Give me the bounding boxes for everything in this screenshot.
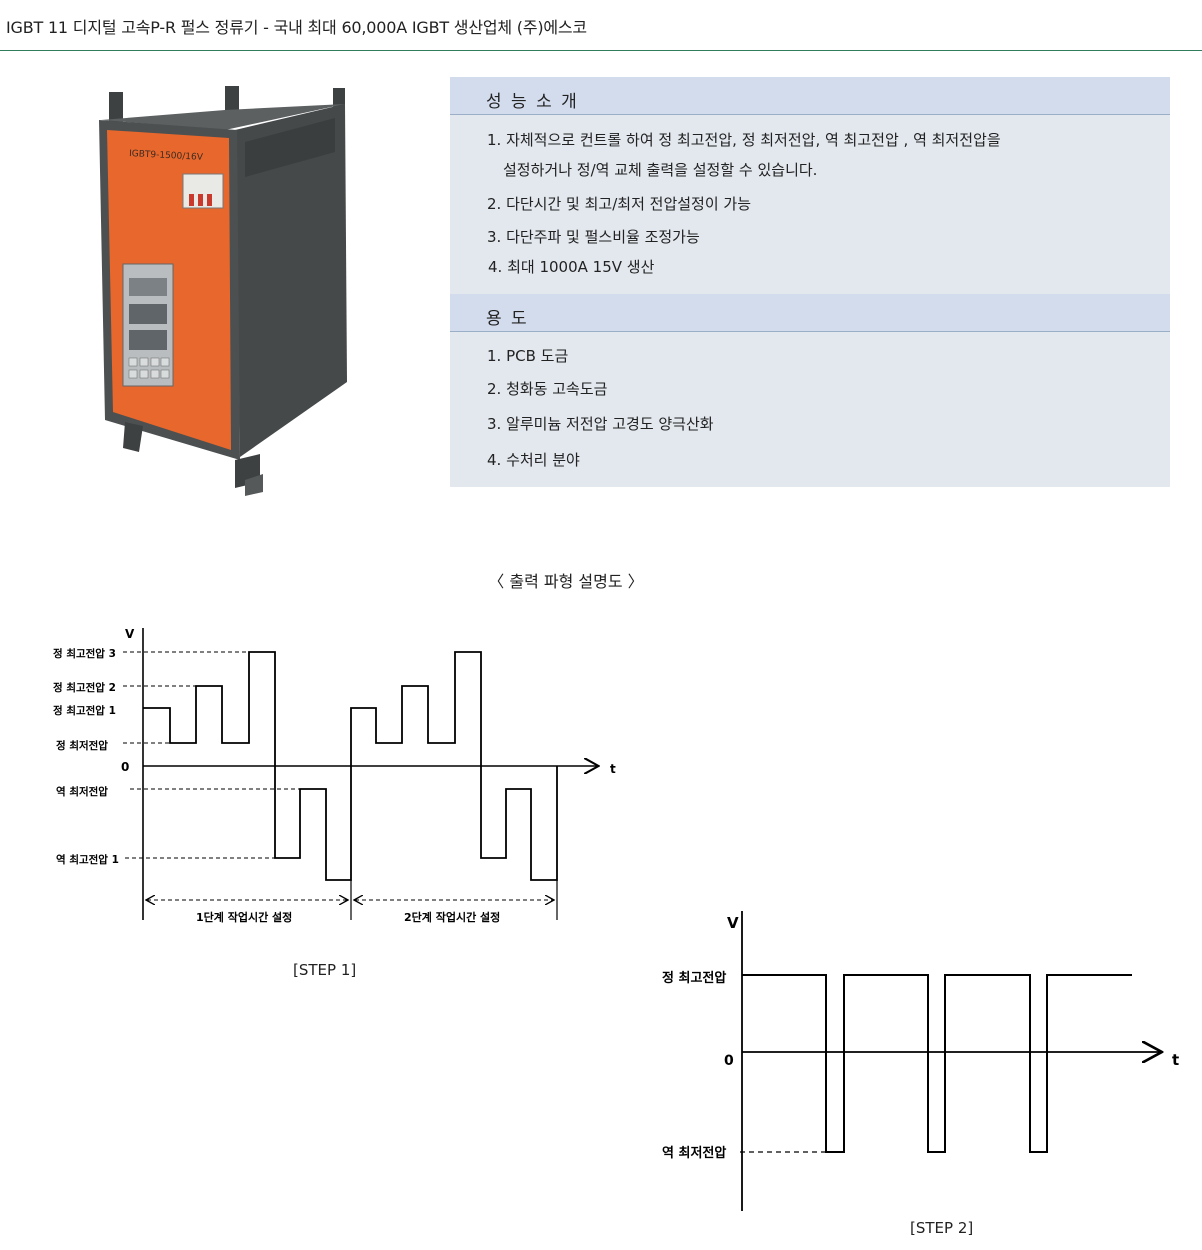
cabinet-top — [101, 104, 345, 130]
nameplate-text: IGBT9-1500/16V — [129, 149, 204, 163]
phase2-label: 2단계 작업시간 설정 — [404, 910, 500, 924]
zero-label: 0 — [724, 1053, 734, 1069]
performance-item-1: 1. 자체적으로 컨트롤 하여 정 최고전압, 정 최저전압, 역 최고전압 ,… — [487, 131, 1001, 149]
lifting-lug — [109, 92, 123, 122]
cabinet-side — [235, 104, 347, 457]
step2-waveform — [742, 974, 1132, 1153]
step2-caption: [STEP 2] — [910, 1219, 974, 1237]
neg-min-label: 역 최저전압 — [56, 785, 108, 798]
step1-waveform-diagram: V t 0 정 최고전압 3 정 최고전압 2 정 최고전압 1 정 최저전압 … — [53, 627, 616, 924]
title-divider — [0, 50, 1202, 51]
lifting-lug — [225, 86, 239, 116]
neg-min-label: 역 최저전압 — [662, 1145, 726, 1161]
usage-item-1: 1. PCB 도금 — [487, 347, 569, 365]
phase1-label: 1단계 작업시간 설정 — [196, 910, 292, 924]
waveform-caption: 〈 출력 파형 설명도 〉 — [488, 572, 644, 591]
performance-header: 성 능 소 개 — [450, 77, 1170, 115]
pos-max1-label: 정 최고전압 1 — [53, 704, 116, 717]
pos-max-label: 정 최고전압 — [662, 970, 726, 986]
usage-header: 용 도 — [450, 294, 1170, 332]
neg-max1-label: 역 최고전압 1 — [56, 853, 119, 866]
base-leg — [123, 422, 143, 452]
pos-min-label: 정 최저전압 — [56, 739, 108, 752]
pos-max2-label: 정 최고전압 2 — [53, 681, 116, 694]
performance-item-4: 4. 최대 1000A 15V 생산 — [488, 258, 655, 276]
step2-waveform-diagram: V t 0 정 최고전압 역 최저전압 — [662, 911, 1179, 1211]
zero-label: 0 — [121, 760, 129, 774]
usage-body: 1. PCB 도금 2. 청화동 고속도금 3. 알루미늄 저전압 고경도 양극… — [450, 332, 1170, 487]
t-axis-label: t — [610, 762, 616, 776]
pos-max3-label: 정 최고전압 3 — [53, 647, 116, 660]
step1-caption: [STEP 1] — [293, 961, 357, 979]
usage-item-2: 2. 청화동 고속도금 — [487, 380, 608, 398]
usage-item-4: 4. 수처리 분야 — [487, 451, 580, 469]
t-axis-label: t — [1172, 1051, 1179, 1069]
step1-waveform — [143, 651, 558, 881]
v-axis-label: V — [125, 627, 135, 641]
usage-item-3: 3. 알루미늄 저전압 고경도 양극산화 — [487, 415, 714, 433]
performance-body: 1. 자체적으로 컨트롤 하여 정 최고전압, 정 최저전압, 역 최고전압 ,… — [450, 115, 1170, 294]
performance-item-1-cont: 설정하거나 정/역 교체 출력을 설정할 수 있습니다. — [503, 161, 818, 179]
v-axis-label: V — [727, 914, 739, 932]
performance-item-2: 2. 다단시간 및 최고/최저 전압설정이 가능 — [487, 195, 752, 213]
page-title: IGBT 11 디지털 고속P-R 펄스 정류기 - 국내 최대 60,000A… — [6, 18, 587, 37]
product-photo: IGBT9-1500/16V — [99, 86, 347, 496]
performance-item-3: 3. 다단주파 및 펄스비율 조정가능 — [487, 228, 700, 246]
